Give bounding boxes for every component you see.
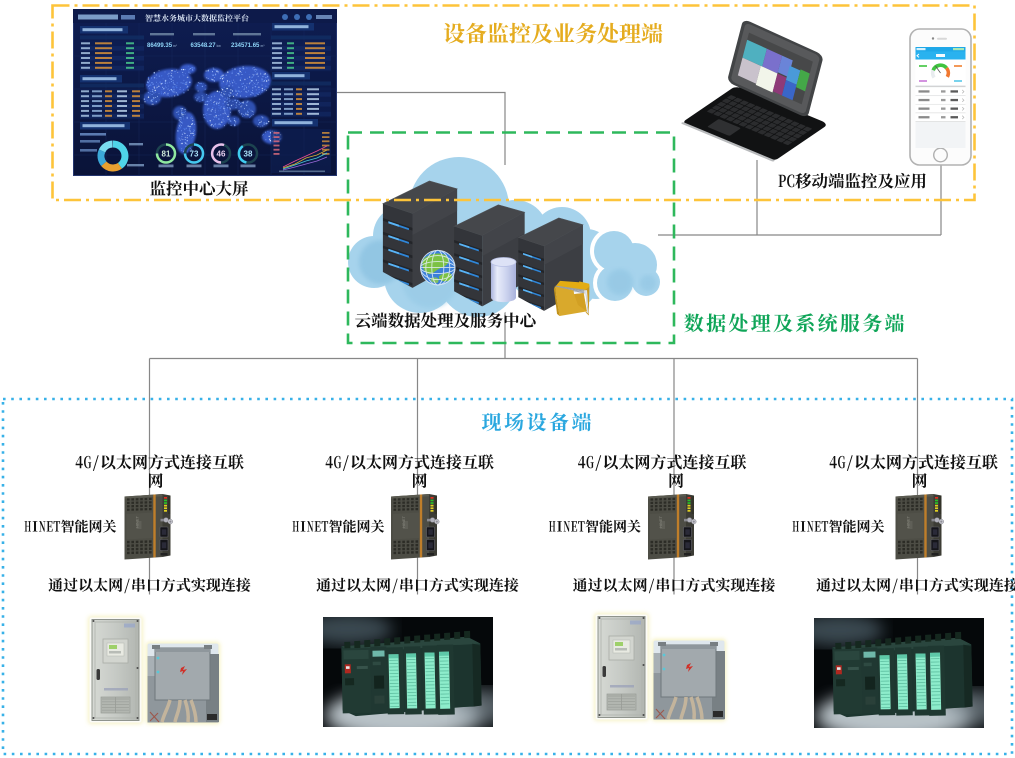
svg-text:kw: kw xyxy=(217,44,222,48)
svg-text:m³: m³ xyxy=(173,44,177,48)
svg-text:73: 73 xyxy=(190,149,199,158)
svg-text:81: 81 xyxy=(162,149,171,158)
svg-text:86499.35: 86499.35 xyxy=(147,43,173,49)
svg-text:63548.27: 63548.27 xyxy=(191,43,217,49)
svg-text:38: 38 xyxy=(244,149,253,158)
svg-text:m³: m³ xyxy=(261,44,265,48)
svg-text:46: 46 xyxy=(217,149,226,158)
svg-text:234571.65: 234571.65 xyxy=(231,43,260,49)
